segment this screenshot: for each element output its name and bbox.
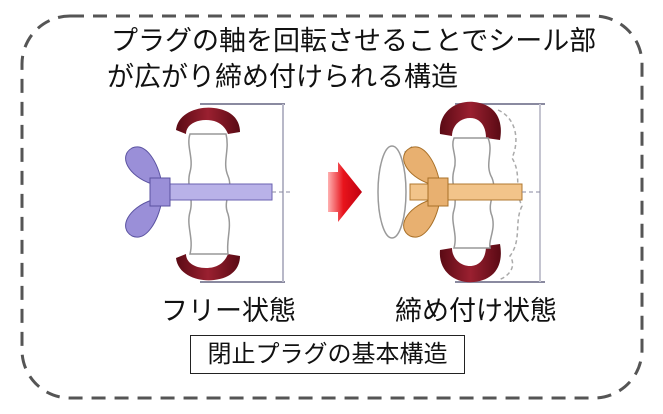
diagram-title: 閉止プラグの基本構造 — [190, 335, 465, 374]
locked-shaft — [409, 183, 523, 201]
free-seal-top — [176, 107, 240, 134]
locked-state-plug — [377, 101, 545, 283]
locked-seal-bottom — [439, 244, 501, 283]
free-state-label: フリー状態 — [161, 296, 296, 327]
caption: プラグの軸を回転させることでシール部 が広がり締め付けられる構造 — [107, 24, 631, 96]
free-wingnut-lower-wing — [125, 199, 163, 238]
transition-arrow — [328, 162, 362, 222]
locked-ghost-outline — [497, 109, 523, 281]
caption-line-1: プラグの軸を回転させることでシール部 — [111, 26, 597, 57]
free-state-plug — [125, 103, 292, 283]
locked-wingnut-hub — [427, 177, 449, 207]
caption-line-2: が広がり締め付けられる構造 — [107, 62, 458, 93]
free-wingnut-upper-wing — [125, 146, 163, 185]
locked-wingnut-upper-wing — [403, 146, 441, 185]
locked-state-label: 締め付け状態 — [395, 296, 557, 327]
locked-seal-top — [439, 101, 501, 140]
rotation-indicator — [377, 145, 407, 239]
free-wingnut-hub — [149, 177, 171, 207]
locked-wingnut-lower-wing — [403, 199, 441, 238]
free-seal-bottom — [176, 254, 240, 281]
